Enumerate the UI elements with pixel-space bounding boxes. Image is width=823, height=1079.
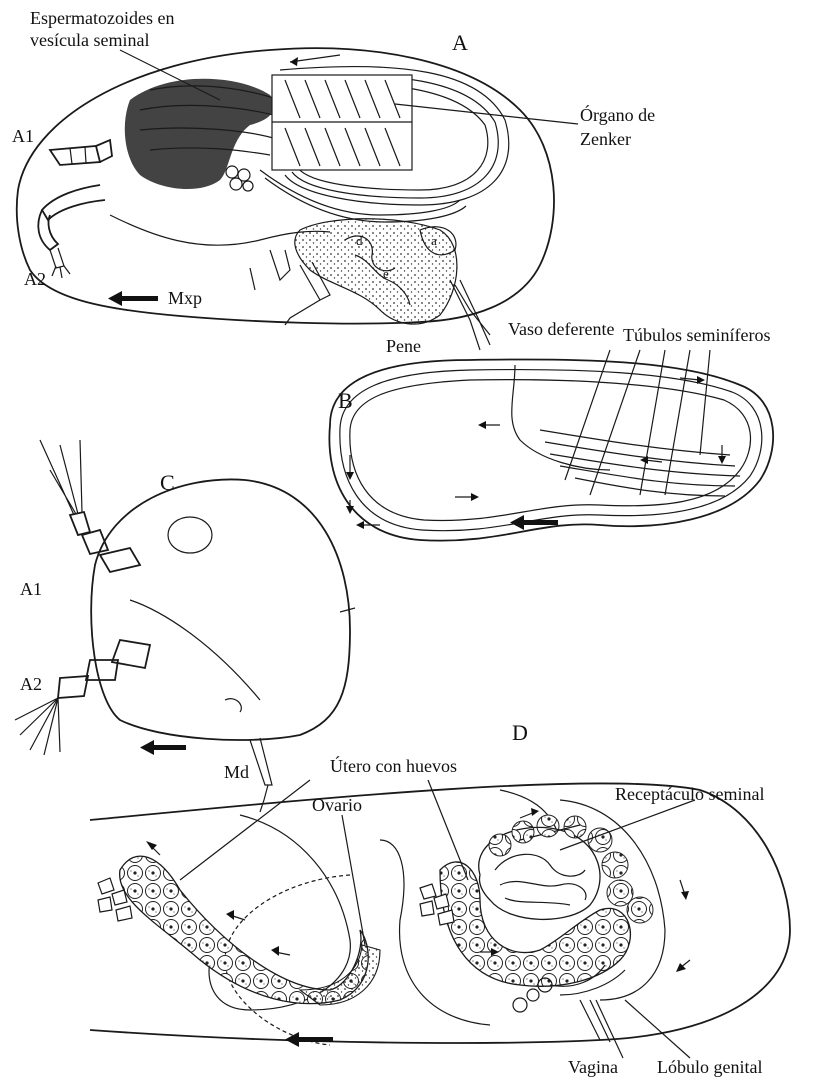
panel-a-antenna-a2 [38, 185, 105, 278]
label-d: d [356, 233, 363, 248]
panel-c-antenna-a2 [15, 640, 150, 755]
label-pene: Pene [386, 336, 421, 356]
panel-a-anterior-arrow [108, 291, 158, 306]
panel-d-letter: D [512, 720, 528, 745]
leader-ovario [342, 815, 365, 945]
label-organo-line2: Zenker [580, 129, 631, 149]
panel-d: D Útero con huevos Ovario Receptáculo se… [90, 720, 790, 1077]
label-e: e [383, 266, 389, 281]
label-espermatozoides-line1: Espermatozoides en [30, 8, 174, 28]
panel-a-letter: A [452, 30, 468, 55]
label-ovario: Ovario [312, 795, 362, 815]
panel-b-tubules [540, 430, 740, 496]
label-lobulo: Lóbulo genital [657, 1057, 762, 1077]
label-tubulos: Túbulos seminíferos [623, 325, 770, 345]
panel-a-spermatozoa-mass [125, 79, 285, 189]
label-espermatozoides-line2: vesícula seminal [30, 30, 149, 50]
leader-zenker [395, 104, 578, 124]
label-c-a2: A2 [20, 674, 42, 694]
panel-a-antenna-a1 [50, 140, 112, 165]
panel-c-carapace [91, 479, 350, 740]
label-c-md: Md [224, 762, 249, 782]
label-a-a2: A2 [24, 269, 46, 289]
panel-c-eye [168, 517, 212, 553]
zenker-organ [272, 75, 412, 170]
label-a-lobe: a [431, 233, 437, 248]
leader-vagina [596, 1000, 623, 1058]
panel-a-cells-cluster [226, 166, 253, 191]
label-organo-line1: Órgano de [580, 104, 655, 125]
panel-c-antenna-a1 [40, 440, 140, 572]
panel-c-mandible [225, 699, 272, 812]
label-vagina: Vagina [568, 1057, 618, 1077]
panel-b-letter: B [338, 388, 353, 413]
label-utero: Útero con huevos [330, 755, 457, 776]
panel-c: C A1 A2 Md [15, 440, 355, 812]
label-c-a1: A1 [20, 579, 42, 599]
label-receptaculo: Receptáculo seminal [615, 784, 764, 804]
panel-d-uterus-left [120, 856, 369, 1003]
panel-c-anterior-arrow [140, 740, 186, 755]
label-a-a1: A1 [12, 126, 34, 146]
panel-a: Espermatozoides en vesícula seminal A Ór… [12, 8, 655, 356]
label-vaso-deferente: Vaso deferente [508, 319, 614, 339]
panel-c-letter: C [160, 470, 175, 495]
label-a-mxp: Mxp [168, 288, 202, 308]
